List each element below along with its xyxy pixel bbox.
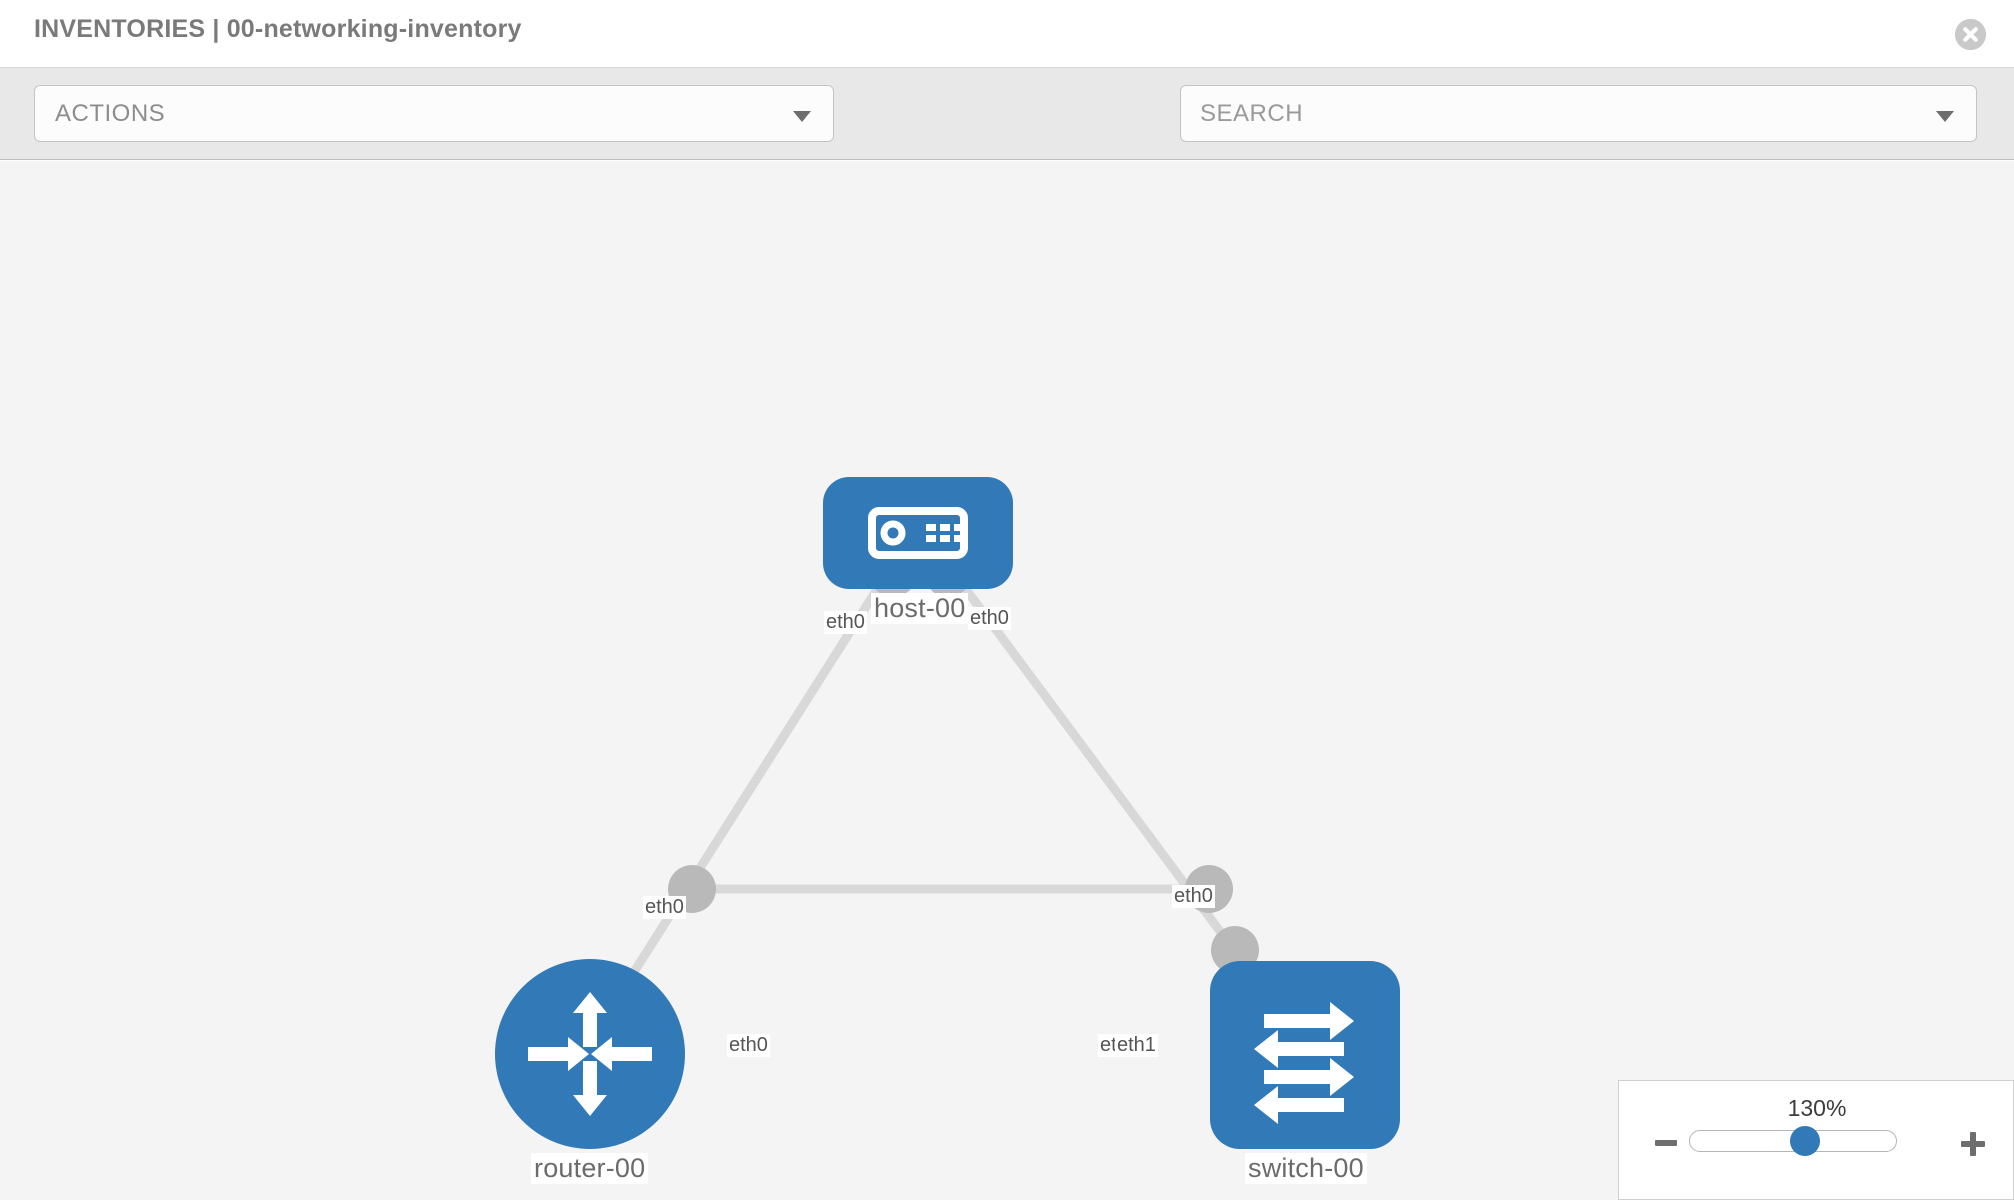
edge-label-host-router-source: eth0 (824, 611, 867, 634)
close-icon[interactable] (1955, 19, 1986, 50)
actions-dropdown[interactable]: ACTIONS (34, 85, 834, 142)
edge-label-host-router-target: eth0 (643, 896, 686, 919)
search-placeholder: SEARCH (1200, 100, 1304, 127)
topology-canvas[interactable]: host-00 router-00 switch-00 eth0 eth0 et… (0, 161, 2014, 1200)
zoom-slider-thumb[interactable] (1790, 1126, 1820, 1156)
zoom-control-panel: 130% (1618, 1080, 2014, 1200)
toolbar: ACTIONS SEARCH (0, 68, 2014, 197)
topology-links (602, 558, 1246, 1019)
search-input[interactable]: SEARCH (1180, 85, 1977, 142)
chevron-down-icon (793, 111, 811, 122)
plus-icon[interactable] (1957, 1128, 1989, 1160)
node-label-router-00: router-00 (531, 1153, 649, 1184)
edge-label-host-switch-target: eth0 (1172, 885, 1215, 908)
zoom-level-label: 130% (1787, 1095, 1847, 1121)
edge-label-host-switch-source: eth0 (968, 607, 1011, 630)
node-host-00[interactable] (823, 477, 1013, 589)
page-title: INVENTORIES | 00-networking-inventory (34, 15, 522, 43)
search-chevron-down-icon[interactable] (1936, 111, 1954, 122)
link-host-router[interactable] (602, 558, 899, 1019)
node-switch-00[interactable] (1210, 961, 1400, 1149)
node-router-00[interactable] (495, 959, 685, 1149)
node-label-switch-00: switch-00 (1245, 1153, 1367, 1184)
page-header: INVENTORIES | 00-networking-inventory (0, 0, 2014, 68)
edge-label-router-switch-source: eth0 (727, 1034, 770, 1057)
edge-label-router-switch-target: eth1 (1115, 1034, 1158, 1057)
minus-icon[interactable] (1651, 1128, 1681, 1158)
node-label-host-00: host-00 (871, 593, 969, 624)
topology-graph (495, 477, 1400, 1149)
actions-dropdown-label: ACTIONS (55, 100, 166, 127)
